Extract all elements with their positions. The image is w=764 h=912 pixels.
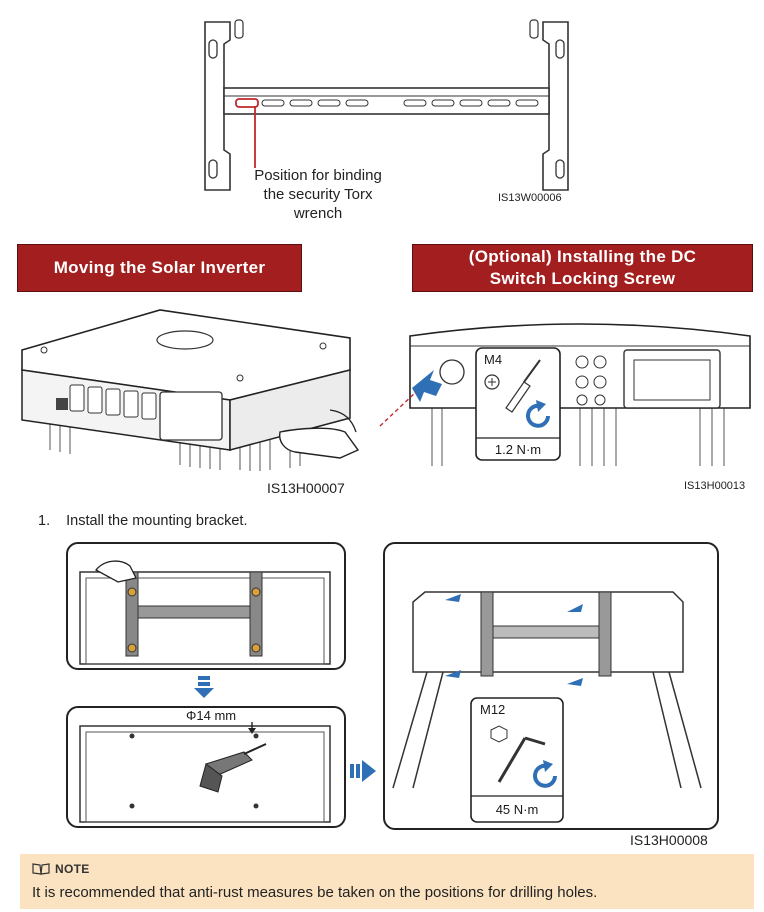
screw-torque-label: 1.2 N·m [494,442,542,457]
step-1-text: Install the mounting bracket. [66,513,248,529]
panel-mark-holes-drawing [79,560,331,665]
bolt-torque-label: 45 N·m [495,802,539,817]
drill-diameter-label: Φ14 mm [186,708,237,723]
bolt-size-label: M12 [480,702,506,717]
screw-size-label: M4 [484,352,503,367]
step-1: 1. Install the mounting bracket. [38,513,247,529]
callout-line-1: Position for binding [254,167,382,184]
note-header: NOTE [32,862,90,876]
callout-line-2: the security Torx [263,186,373,203]
note-text: It is recommended that anti-rust measure… [32,884,598,901]
right-arrow-icon [350,760,376,782]
book-icon [32,863,50,875]
figure-id-moving: IS13H00007 [267,480,345,496]
figure-id-step1: IS13H00008 [630,832,708,848]
banner-moving: Moving the Solar Inverter [17,244,302,292]
panel-install-bracket-drawing [392,591,702,823]
torx-callout: Position for binding the security Torx w… [232,166,404,223]
banner-optional: (Optional) Installing the DC Switch Lock… [412,244,753,292]
step-1-number: 1. [38,513,51,529]
note-label: NOTE [55,862,90,876]
inverter-moving-illustration [21,309,360,471]
banner-moving-title: Moving the Solar Inverter [53,258,266,277]
figure-id-bracket: IS13W00006 [498,192,562,204]
figure-id-optional: IS13H00013 [684,480,746,492]
panel-drill-holes-drawing [79,722,331,823]
callout-line-3: wrench [293,205,343,222]
banner-optional-line1: (Optional) Installing the DC [468,247,697,266]
dc-switch-screw-illustration [379,323,751,466]
banner-optional-line2: Switch Locking Screw [489,269,676,288]
down-arrow-icon [194,676,214,698]
note-box: NOTE It is recommended that anti-rust me… [20,854,754,909]
mounting-bracket-diagram [204,19,569,191]
